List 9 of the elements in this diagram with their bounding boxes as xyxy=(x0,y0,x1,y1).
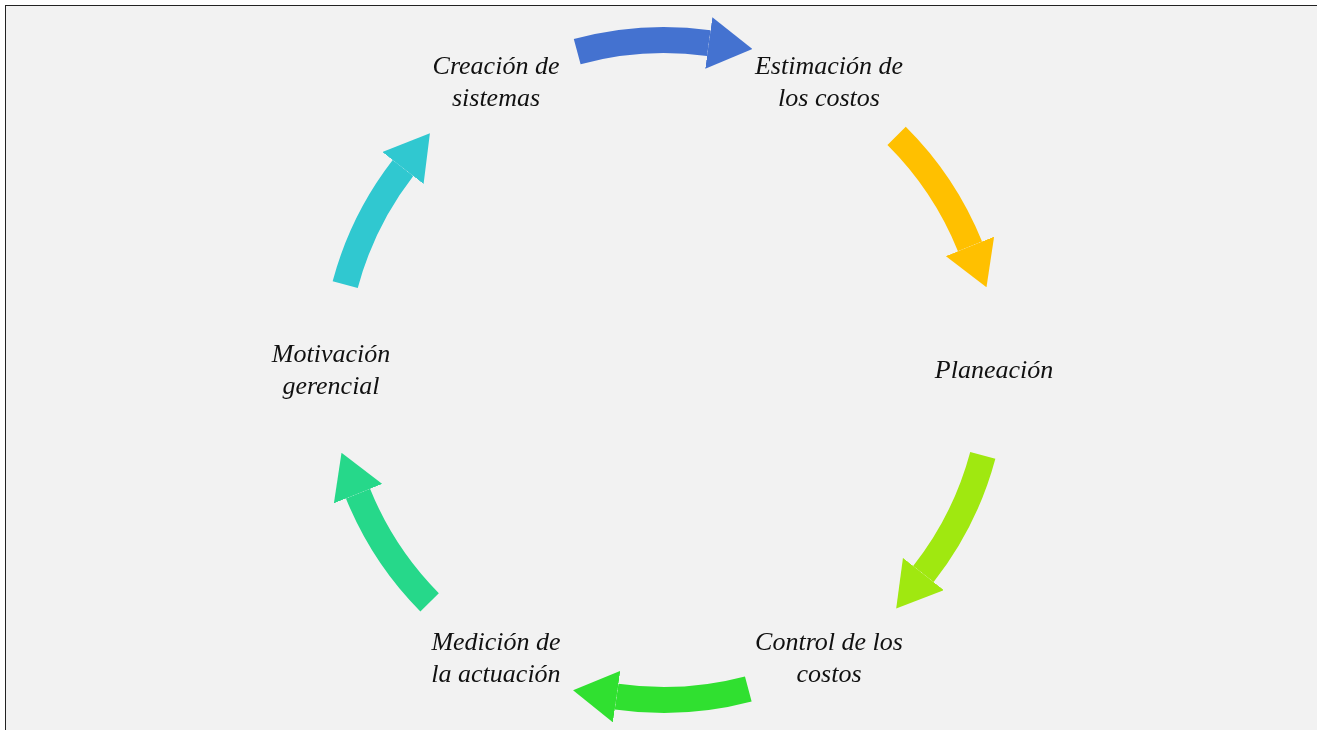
step-label: Planeación xyxy=(909,354,1079,386)
curved-arrow xyxy=(897,451,996,610)
curved-arrow xyxy=(332,131,429,289)
step-label: Medición de la actuación xyxy=(421,626,571,690)
step-label: Motivación gerencial xyxy=(246,338,416,402)
curved-arrow xyxy=(572,674,751,719)
step-label: Estimación de los costos xyxy=(744,50,914,114)
step-label: Control de los costos xyxy=(744,626,914,690)
step-label: Creación de sistemas xyxy=(431,50,561,114)
